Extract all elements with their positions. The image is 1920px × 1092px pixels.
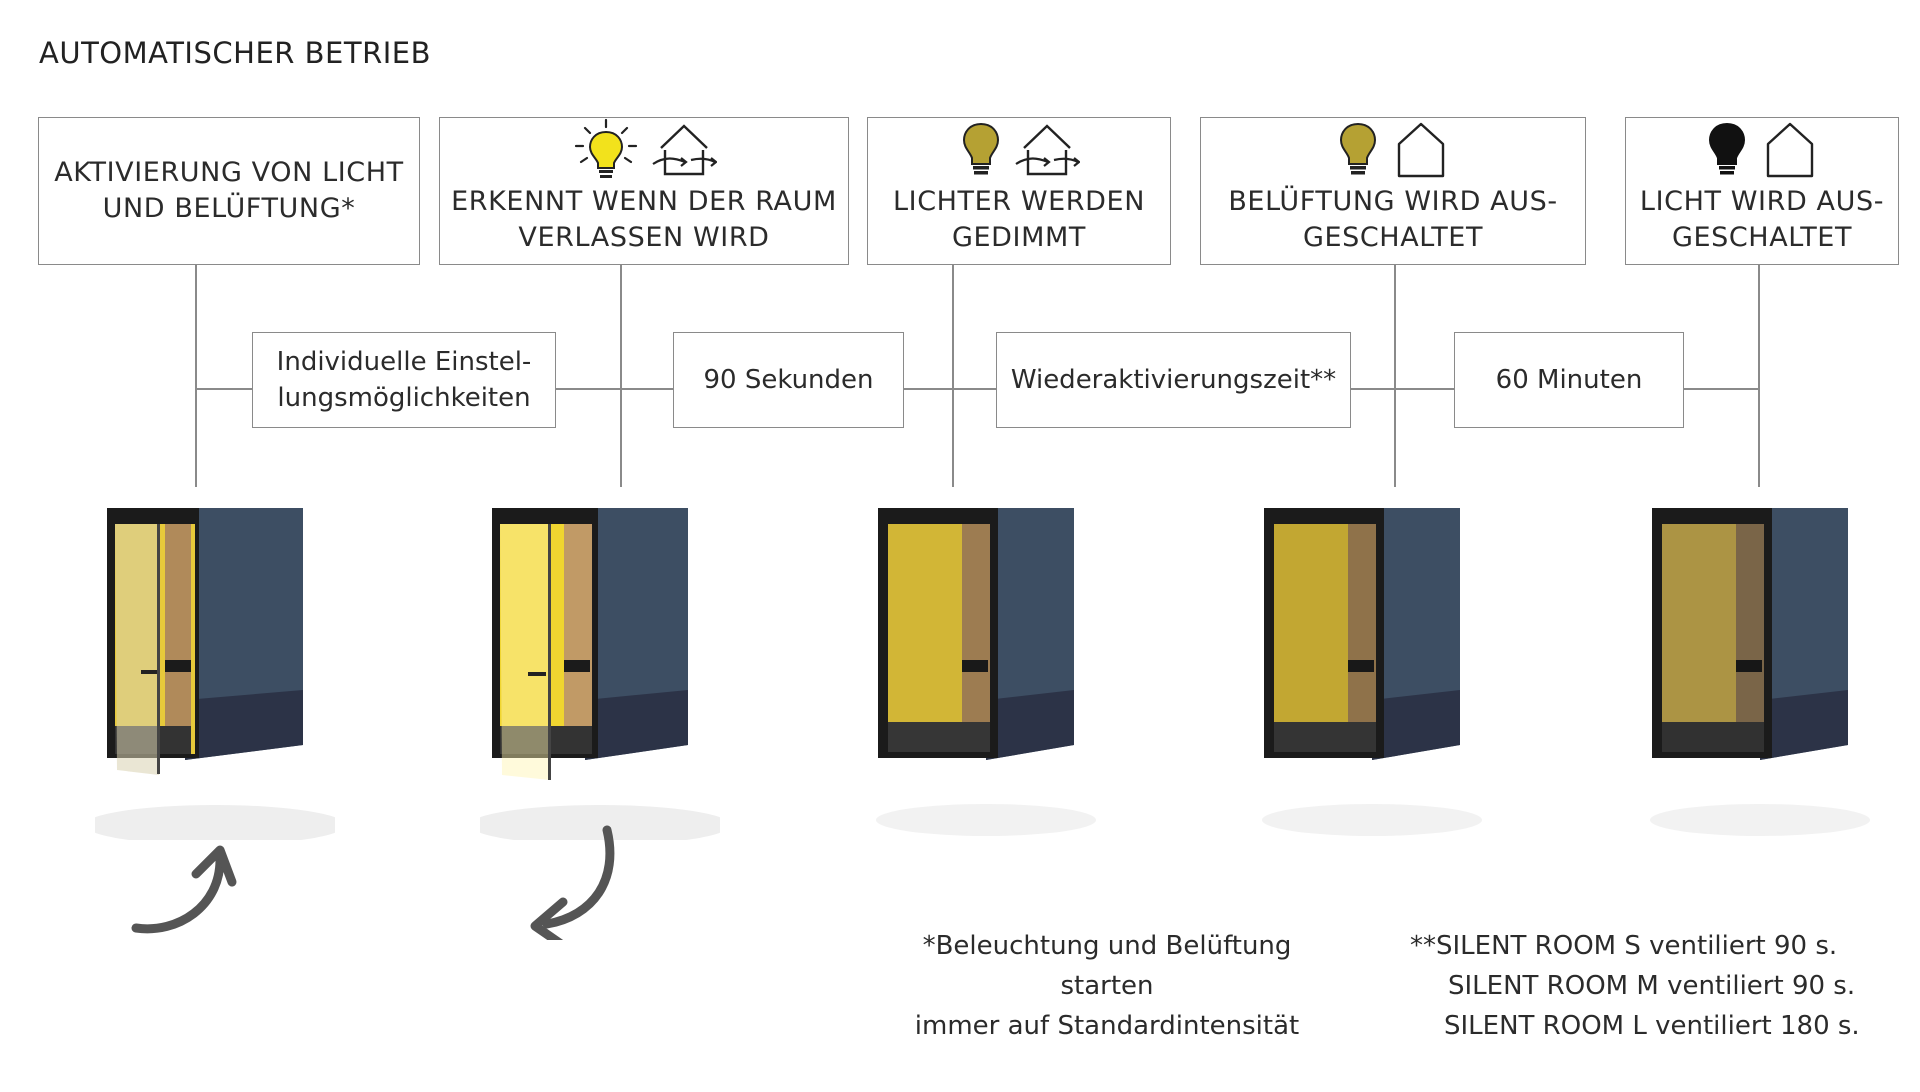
- connector-line: [1394, 265, 1396, 487]
- door-close-arrow-icon: [530, 825, 615, 940]
- connector-line: [952, 265, 954, 487]
- booth-light-off: [1650, 508, 1870, 836]
- page-title: AUTOMATISCHER BETRIEB: [39, 36, 431, 70]
- connector-line: [620, 265, 622, 487]
- step-box-ventilation-off: BELÜFTUNG WIRD AUS-GESCHALTET: [1200, 117, 1586, 265]
- house-airflow-icon: [1015, 124, 1080, 176]
- step-label: BELÜFTUNG WIRD AUS-GESCHALTET: [1228, 186, 1558, 253]
- booth-ventilation-off: [1262, 508, 1482, 836]
- footnote-ventilation-times: **SILENT ROOM S ventiliert 90 s. SILENT …: [1410, 931, 1860, 1041]
- interval-box-90-seconds: 90 Sekunden: [673, 332, 904, 428]
- booth-door-opening: [95, 508, 335, 840]
- interval-box-individual: Individuelle Einstel-lungsmöglichkeiten: [252, 332, 556, 428]
- off-bulb-icon: [1708, 122, 1746, 175]
- step-box-light-off: LICHT WIRD AUS-GESCHALTET: [1625, 117, 1899, 265]
- dimmed-bulb-icon: [1339, 122, 1377, 175]
- booth-door-closing: [480, 508, 720, 840]
- connector-line: [195, 265, 197, 487]
- step-label: LICHT WIRD AUS-GESCHALTET: [1639, 186, 1885, 253]
- house-airflow-icon: [652, 124, 717, 176]
- booth-lights-dimmed: [876, 508, 1096, 836]
- interval-box-60-minutes: 60 Minuten: [1454, 332, 1684, 428]
- house-icon: [1397, 122, 1445, 178]
- connector-line: [195, 388, 1758, 390]
- house-icon: [1766, 122, 1814, 178]
- dimmed-bulb-icon: [962, 122, 1000, 175]
- door-open-arrow-icon: [131, 845, 237, 934]
- connector-line: [1758, 265, 1760, 487]
- bright-bulb-icon: [574, 118, 638, 178]
- interval-box-reactivation: Wiederaktivierungszeit**: [996, 332, 1351, 428]
